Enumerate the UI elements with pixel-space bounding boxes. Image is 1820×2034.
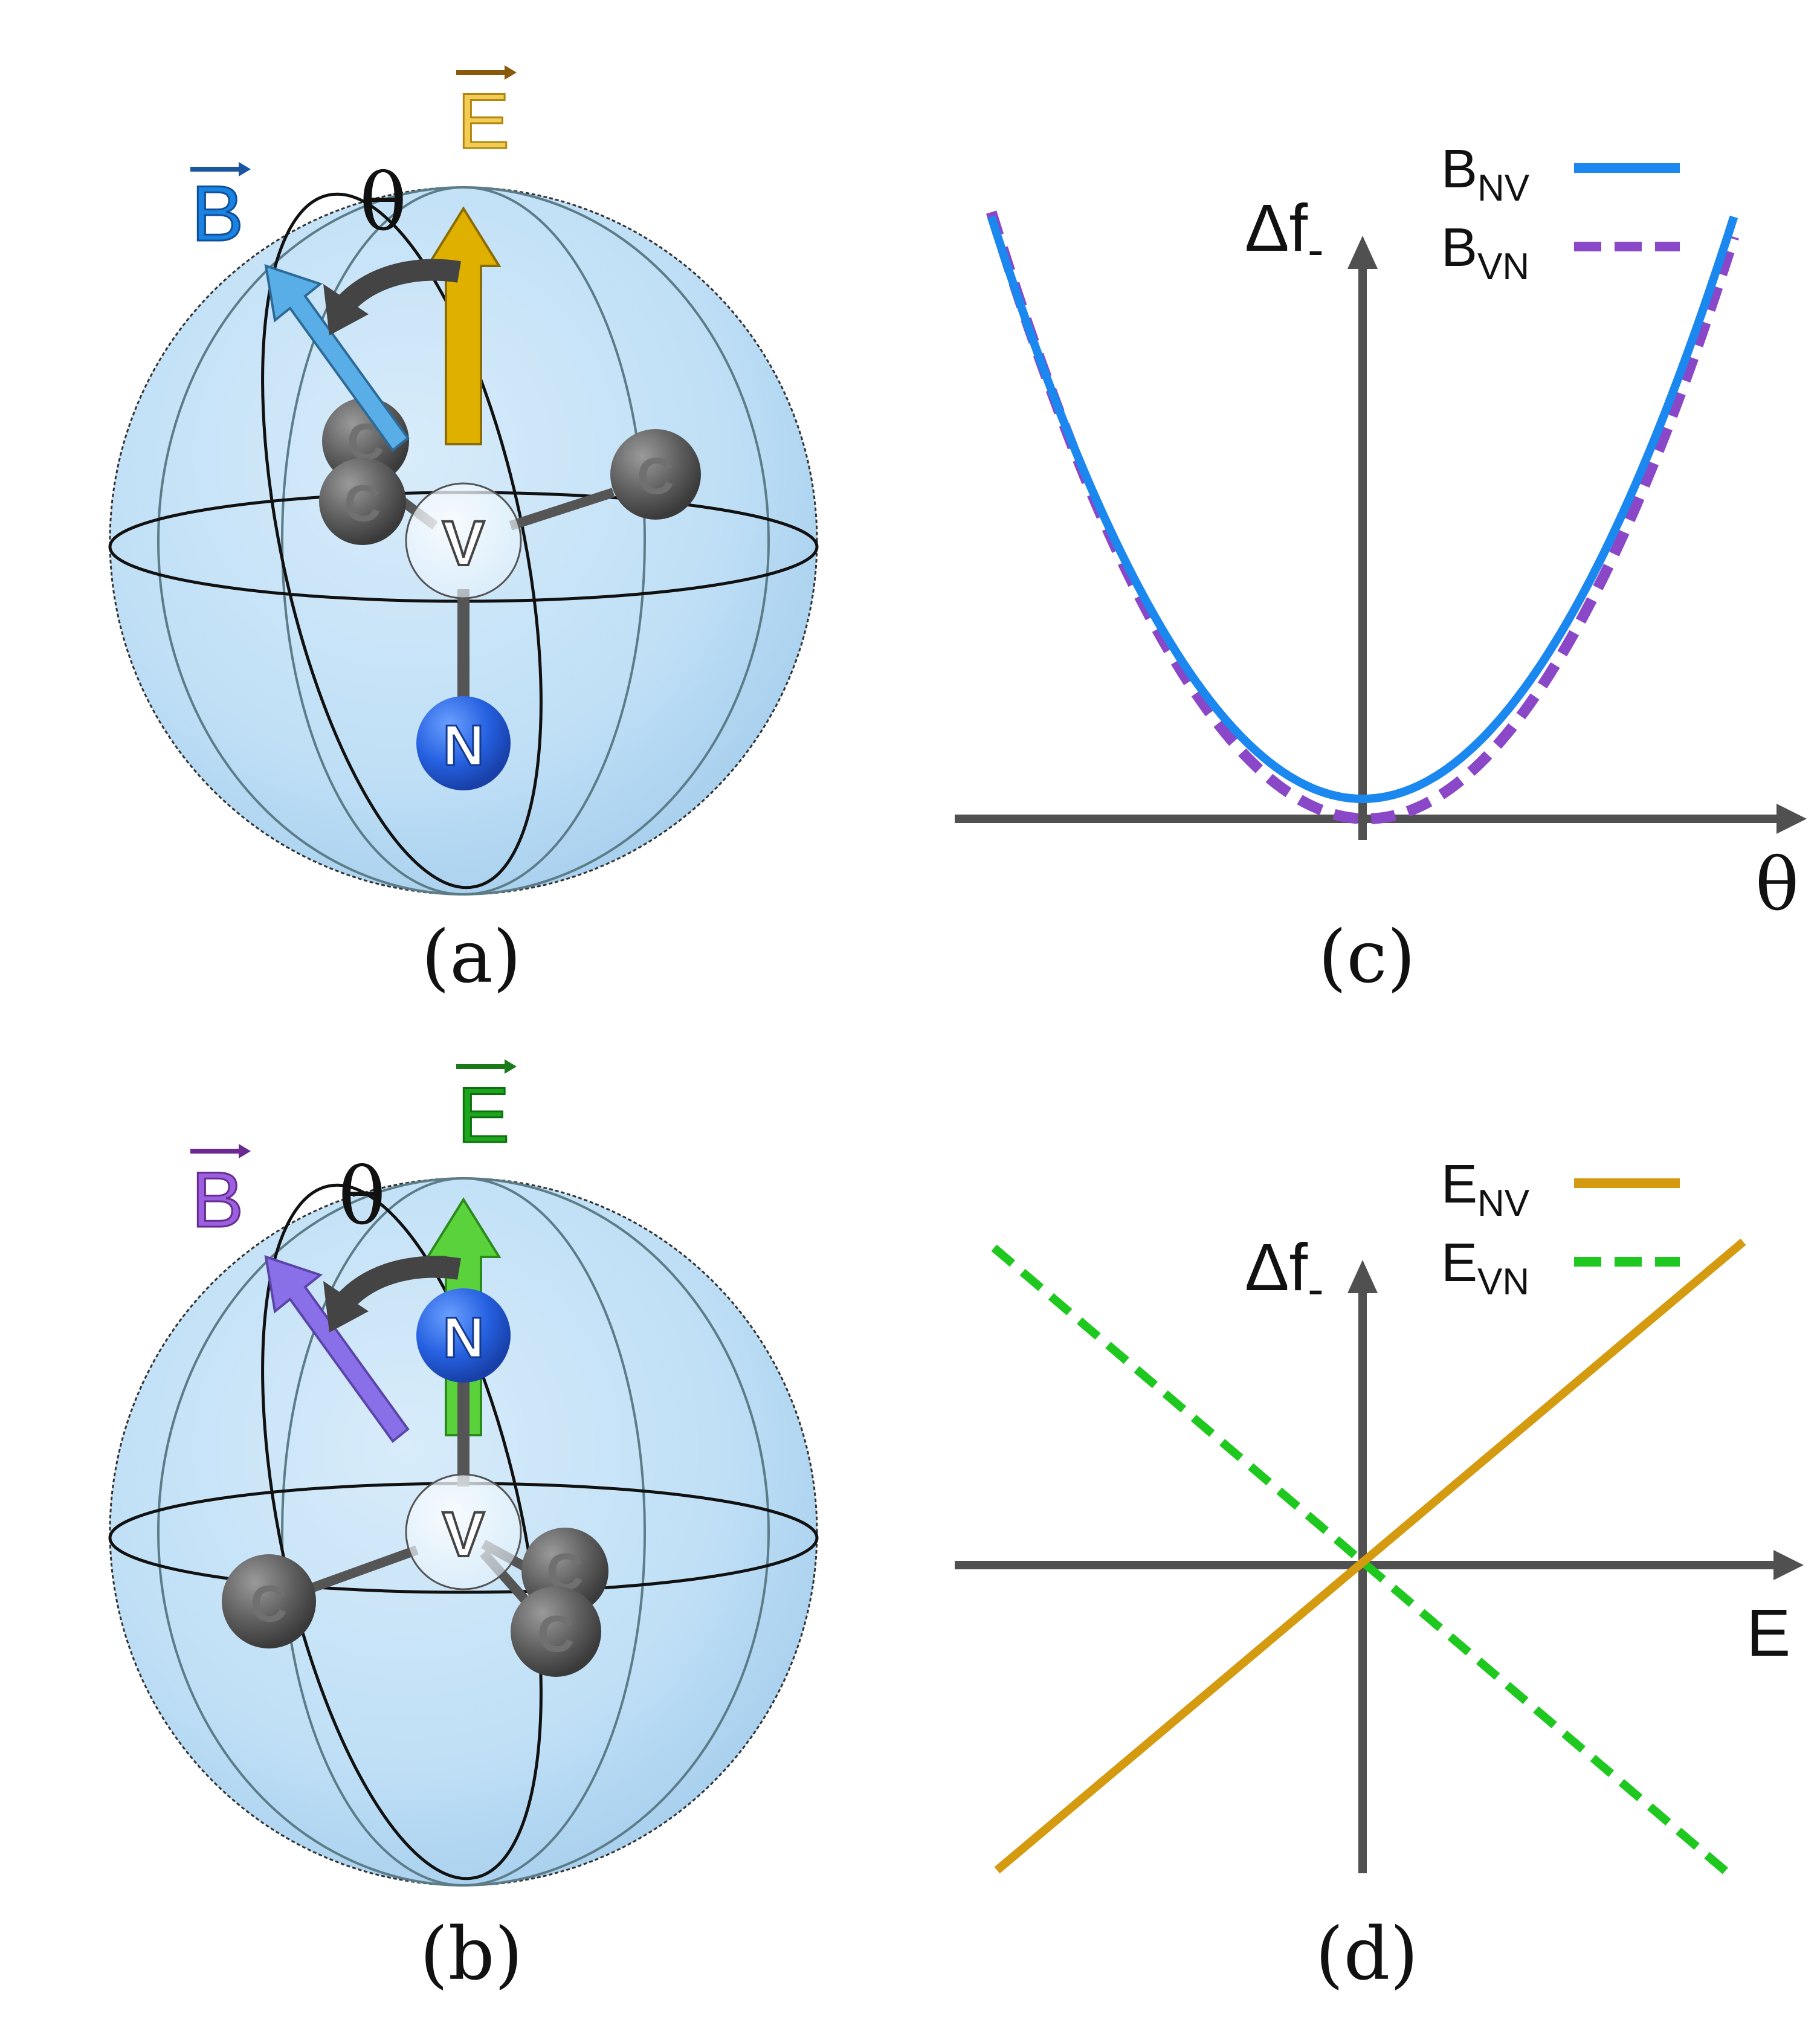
legend-label-bnv: BNV <box>1441 139 1530 209</box>
carbon-label-front: C <box>537 1606 574 1663</box>
x-axis-arrowhead <box>1776 804 1807 834</box>
carbon-atom-right <box>610 429 701 520</box>
vacancy-site <box>405 1473 522 1590</box>
nitrogen-label: N <box>443 1306 485 1370</box>
legend-sub: VN <box>1477 246 1529 288</box>
y-axis-label-main: Δf <box>1245 191 1308 265</box>
legend-label-env: ENV <box>1441 1154 1530 1224</box>
carbon-atom-front <box>511 1586 601 1677</box>
y-axis-label-sub: - <box>1308 1262 1324 1316</box>
carbon-label-front: C <box>344 475 381 532</box>
line-env <box>994 1238 1746 1874</box>
b-field-label: B <box>192 1155 244 1244</box>
theta-label: θ <box>360 157 407 248</box>
legend-main: B <box>1441 218 1477 278</box>
carbon-atom-left <box>222 1554 316 1648</box>
meridian-inner <box>281 186 646 896</box>
e-field-label: E <box>457 77 510 165</box>
vacancy-site <box>405 482 522 599</box>
theta-arc-head <box>323 284 369 335</box>
bond-v-c3 <box>509 488 615 531</box>
x-axis-label: E <box>1746 1596 1790 1670</box>
y-axis-label-sub: - <box>1308 222 1324 276</box>
caption-b: (b) <box>420 1913 523 1997</box>
vacancy-label: V <box>442 1499 485 1570</box>
x-axis-arrowhead <box>1773 1550 1804 1580</box>
line-evn <box>991 1244 1731 1877</box>
caption-a: (a) <box>421 915 521 999</box>
b-vector-head <box>239 162 251 176</box>
y-axis-label: Δf- <box>1245 191 1324 276</box>
y-axis-arrowhead <box>1347 1260 1378 1293</box>
curve-bnv <box>987 215 1738 804</box>
panel-c: Δf- θ BNV BVN (c) <box>955 139 1807 999</box>
carbon-label-right: C <box>637 448 674 505</box>
y-axis-label: Δf- <box>1245 1230 1324 1316</box>
y-axis-label-main: Δf <box>1245 1230 1308 1305</box>
theta-arc-arrow <box>336 1256 461 1310</box>
legend-sub: NV <box>1477 167 1530 209</box>
caption-d: (d) <box>1315 1913 1418 1997</box>
theta-arc-arrow <box>336 259 461 313</box>
panel-a: C C C V N θ B E (a) <box>108 65 819 999</box>
x-axis-label: θ <box>1755 843 1799 927</box>
legend-main: B <box>1441 139 1477 199</box>
caption-c: (c) <box>1318 915 1416 999</box>
meridian-front <box>261 192 543 889</box>
legend-label-evn: EVN <box>1441 1233 1529 1303</box>
legend-sub: NV <box>1477 1183 1530 1224</box>
e-field-label: E <box>457 1071 510 1159</box>
legend-main: E <box>1441 1233 1477 1293</box>
b-field-arrow <box>264 264 410 452</box>
nitrogen-label: N <box>443 714 485 778</box>
legend-sub: VN <box>1477 1261 1529 1303</box>
theta-arc-head <box>323 1281 369 1332</box>
nitrogen-atom <box>416 1288 511 1383</box>
panel-b: C C C V N θ B E (b) <box>108 1059 819 1997</box>
y-axis-arrowhead <box>1347 236 1378 269</box>
vacancy-label: V <box>442 508 485 579</box>
nitrogen-atom <box>416 696 511 790</box>
legend-label-bvn: BVN <box>1441 218 1529 288</box>
legend: BNV BVN <box>1441 139 1680 288</box>
legend-main: E <box>1441 1154 1477 1215</box>
b-field-label: B <box>192 169 244 257</box>
carbon-label-left: C <box>250 1575 287 1633</box>
e-vector-head <box>505 65 517 80</box>
panel-d: Δf- E ENV EVN (d) <box>955 1154 1804 1997</box>
theta-label: θ <box>338 1151 386 1242</box>
bond-v-c1 <box>306 1545 419 1594</box>
e-vector-head <box>505 1059 517 1074</box>
b-field-arrow <box>264 1255 410 1443</box>
legend: ENV EVN <box>1441 1154 1680 1303</box>
b-vector-head <box>239 1144 251 1158</box>
carbon-atom-front <box>319 458 406 545</box>
meridian-inner <box>281 1177 646 1887</box>
